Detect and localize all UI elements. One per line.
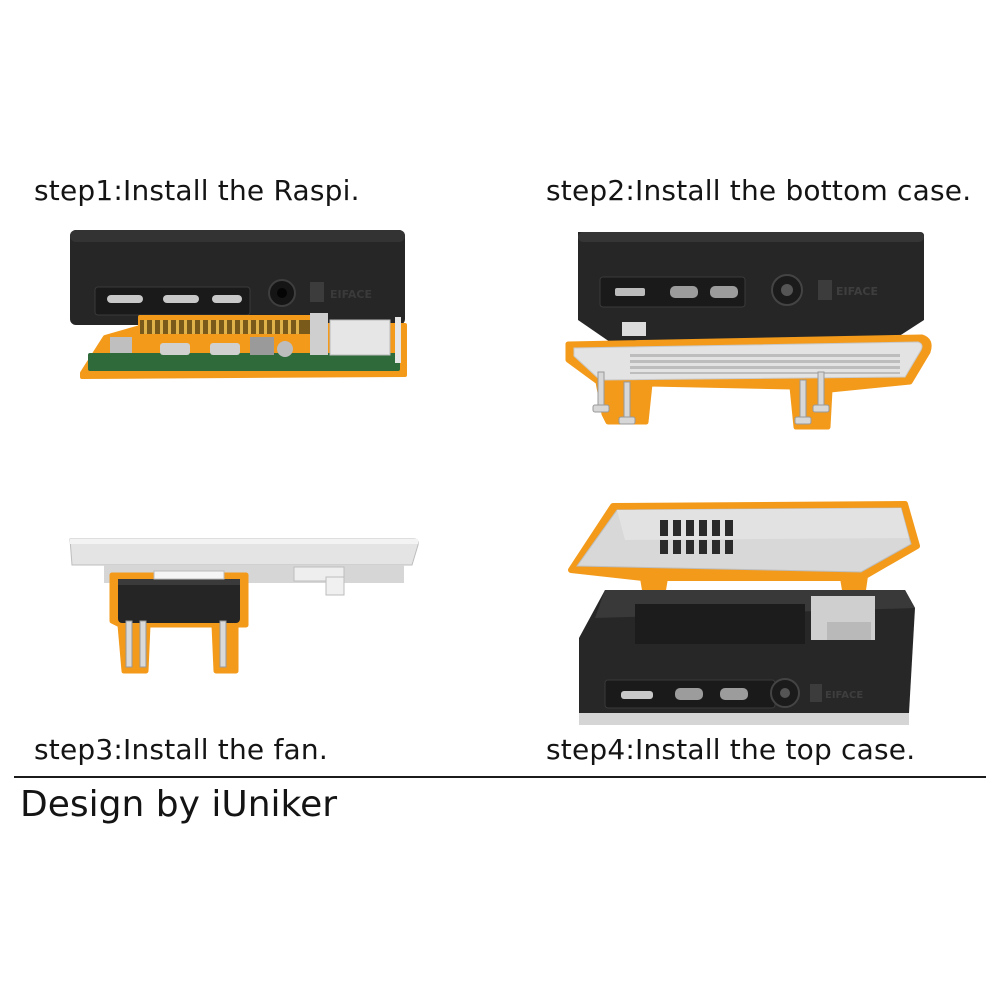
vent-grid — [630, 354, 900, 374]
step3-caption: step3:Install the fan. — [34, 733, 328, 766]
case-body — [578, 232, 924, 342]
logo-text: EIFACE — [836, 285, 878, 298]
designer-credit: Design by iUniker — [20, 784, 338, 825]
step3-illustration — [69, 538, 419, 674]
step1-illustration: EIFACE — [70, 230, 407, 379]
logo-text: EIFACE — [330, 288, 372, 301]
lid-vent — [660, 520, 733, 554]
screws — [125, 620, 227, 668]
step2-caption: step2:Install the bottom case. — [546, 174, 972, 207]
fan — [118, 579, 240, 623]
case-logo — [310, 282, 324, 302]
gpio-header — [140, 320, 310, 334]
step4-caption: step4:Install the top case. — [546, 733, 916, 766]
step4-illustration: EIFACE — [568, 501, 920, 725]
pcb-board — [88, 353, 400, 371]
logo-text: EIFACE — [825, 690, 863, 701]
divider-line — [14, 776, 986, 778]
step2-illustration: EIFACE — [565, 232, 932, 430]
screws — [592, 371, 830, 425]
step1-caption: step1:Install the Raspi. — [34, 174, 360, 207]
